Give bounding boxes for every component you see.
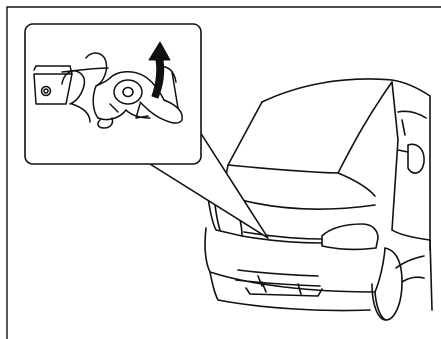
detail-callout-frame xyxy=(25,24,201,164)
